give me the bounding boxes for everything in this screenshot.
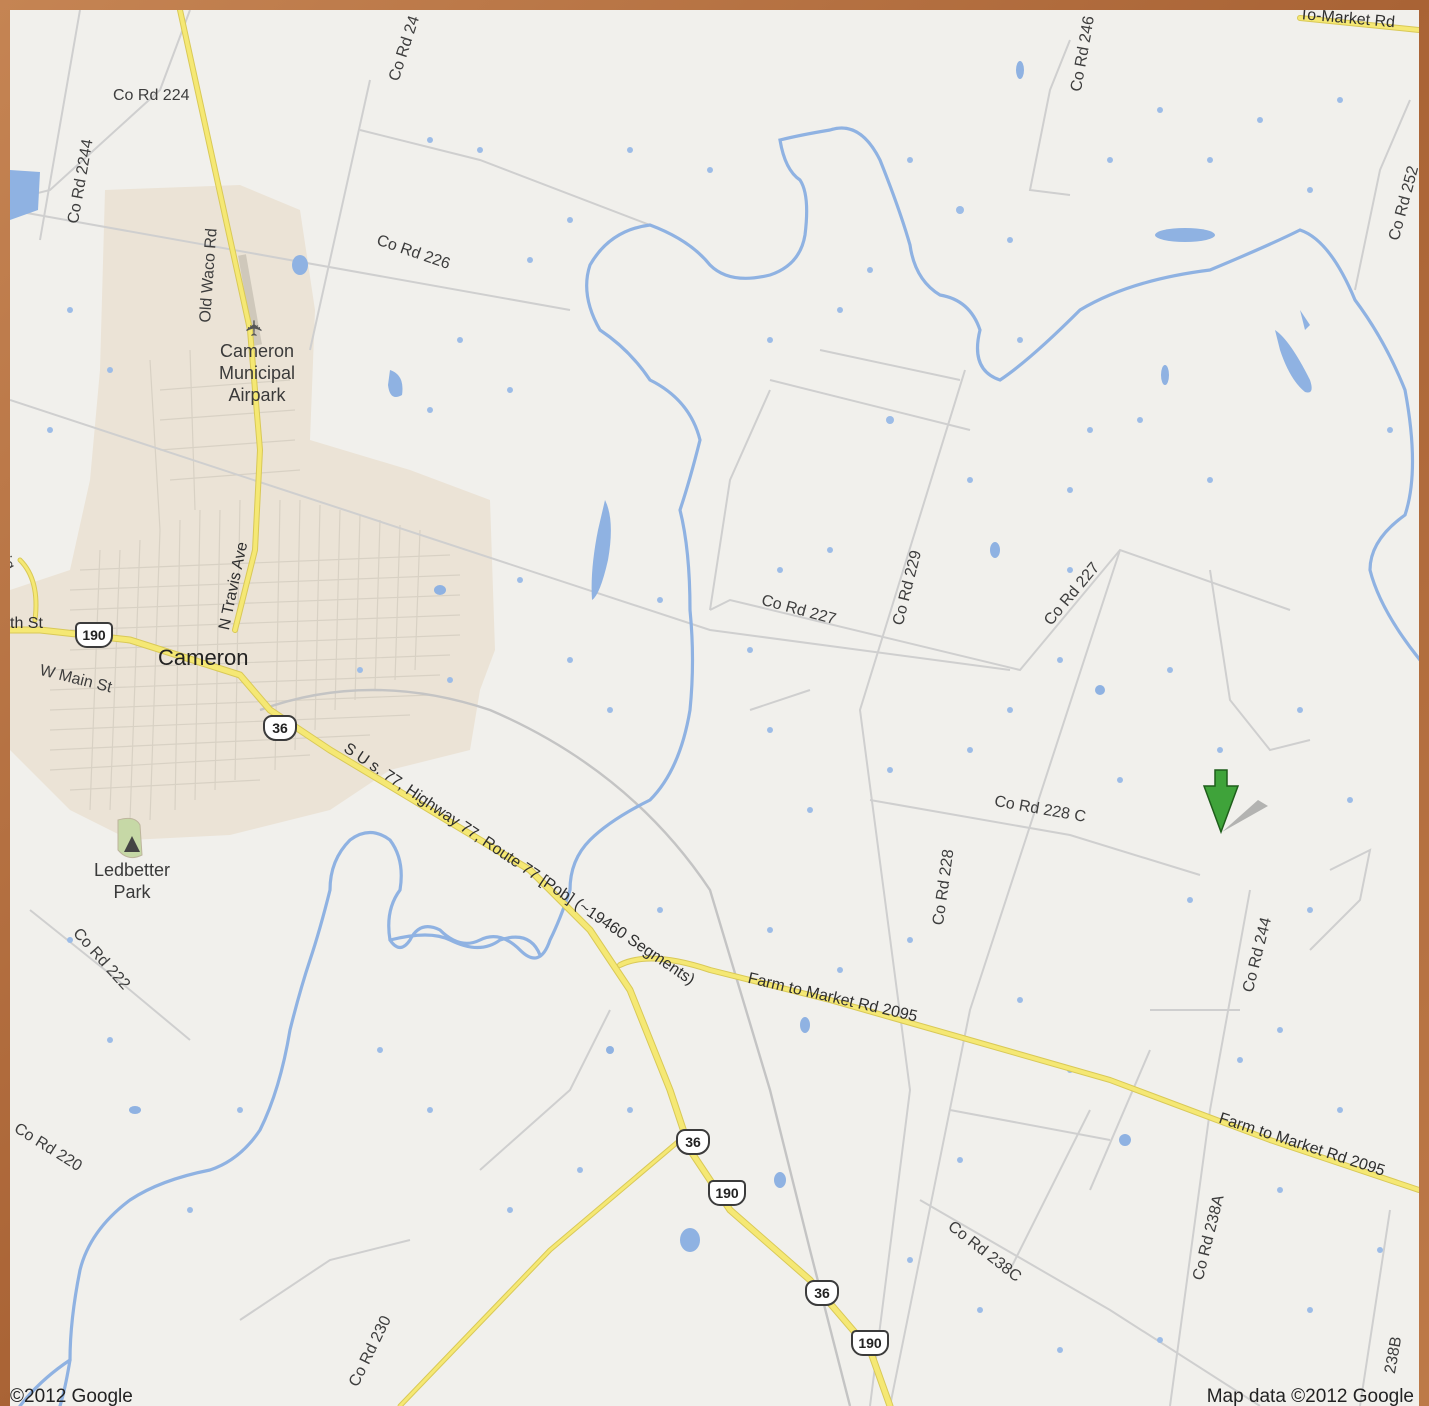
airport-label-line3: Airpark bbox=[228, 385, 286, 405]
city-label-cameron: Cameron bbox=[158, 645, 249, 670]
rivers bbox=[18, 126, 1419, 1406]
us-190-shield: 190 bbox=[75, 622, 113, 648]
copyright-left: ©2012 Google bbox=[10, 1386, 133, 1406]
park-label-line2: Park bbox=[113, 882, 151, 902]
park-tree-icon bbox=[124, 836, 140, 852]
sh-36-shield: 36 bbox=[676, 1129, 710, 1155]
airport-label-line1: Cameron bbox=[219, 341, 295, 361]
airport-label-line2: Municipal bbox=[218, 363, 296, 383]
railroad bbox=[259, 688, 852, 1406]
airport-runway bbox=[238, 254, 262, 346]
road-label-co-rd-224: Co Rd 224 bbox=[113, 87, 190, 104]
us-190-shield: 190 bbox=[708, 1180, 746, 1206]
road-label-th-st: th St bbox=[10, 615, 43, 632]
park-label-line1: Ledbetter bbox=[93, 860, 171, 880]
park-label: Ledbetter Park bbox=[80, 859, 184, 903]
sh-36-shield: 36 bbox=[263, 715, 297, 741]
green-arrow-marker-icon[interactable] bbox=[1198, 768, 1268, 838]
sh-36-shield: 36 bbox=[805, 1280, 839, 1306]
urban-area bbox=[10, 185, 495, 840]
us-190-shield: 190 bbox=[851, 1330, 889, 1356]
highways bbox=[10, 10, 1419, 1406]
map-canvas[interactable]: ✈ Cameron Municipal Airpark Cameron Ledb… bbox=[10, 10, 1419, 1406]
copyright-right[interactable]: Map data ©2012 Google bbox=[1206, 1386, 1414, 1406]
airport-label: Cameron Municipal Airpark bbox=[200, 340, 314, 406]
small-ponds bbox=[47, 97, 1393, 1353]
airport-icon: ✈ bbox=[242, 318, 268, 338]
marker-shape bbox=[1202, 769, 1268, 835]
minor-roads bbox=[10, 10, 1411, 1406]
ponds bbox=[10, 61, 1312, 1252]
